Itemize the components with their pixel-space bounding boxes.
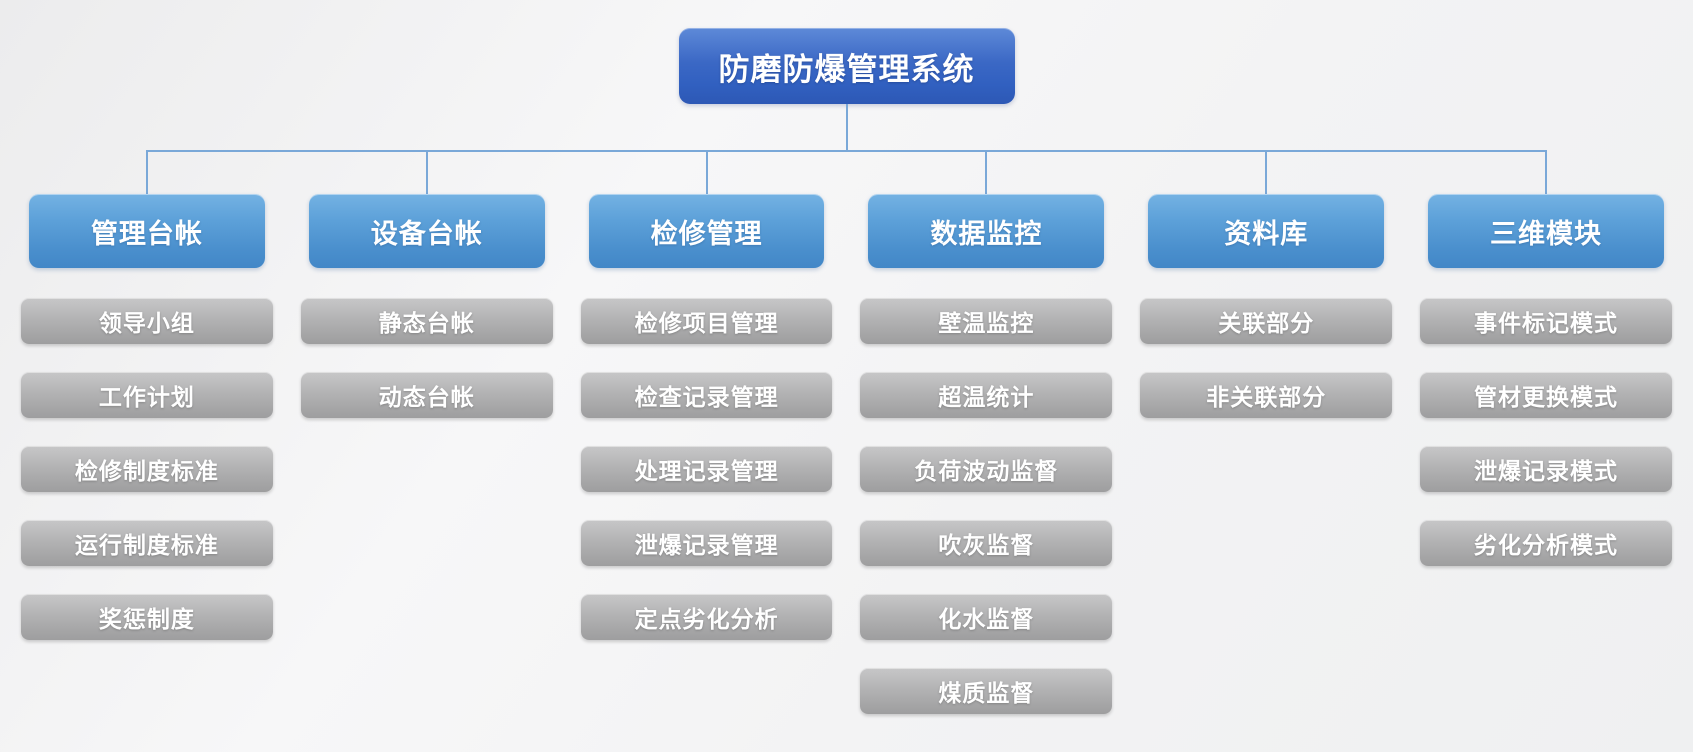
leaf-node-label: 运行制度标准 xyxy=(74,532,219,558)
leaf-node: 处理记录管理 xyxy=(580,446,833,492)
leaf-node-label: 检修项目管理 xyxy=(634,310,779,336)
leaf-node-label: 非关联部分 xyxy=(1206,384,1327,410)
leaf-node-label: 检查记录管理 xyxy=(634,384,779,410)
branch-column-equipment-ledger: 设备台帐 静态台帐 动态台帐 xyxy=(300,150,553,742)
leaf-list: 检修项目管理 检查记录管理 处理记录管理 泄爆记录管理 定点劣化分析 xyxy=(580,298,833,668)
leaf-node-label: 静态台帐 xyxy=(378,310,475,336)
leaf-list: 关联部分 非关联部分 xyxy=(1140,298,1393,446)
leaf-node-label: 壁温监控 xyxy=(938,310,1035,336)
branch-column-3d-module: 三维模块 事件标记模式 管材更换模式 泄爆记录模式 劣化分析模式 xyxy=(1420,150,1672,742)
connector-stub xyxy=(145,150,148,194)
branch-column-maintenance-management: 检修管理 检修项目管理 检查记录管理 处理记录管理 泄爆记录管理 定点劣化分析 xyxy=(580,150,833,742)
leaf-list: 事件标记模式 管材更换模式 泄爆记录模式 劣化分析模式 xyxy=(1420,298,1672,594)
leaf-node: 管材更换模式 xyxy=(1420,372,1672,418)
leaf-node-label: 负荷波动监督 xyxy=(914,458,1059,484)
leaf-node-label: 超温统计 xyxy=(938,384,1035,410)
connector-stub xyxy=(425,150,428,194)
connector-root-stem xyxy=(845,104,848,150)
connector-stub xyxy=(1265,150,1268,194)
connector-horizontal-line xyxy=(146,150,1547,152)
leaf-node: 泄爆记录管理 xyxy=(580,520,833,566)
leaf-node: 非关联部分 xyxy=(1140,372,1393,418)
leaf-node-label: 定点劣化分析 xyxy=(634,606,779,632)
leaf-node: 关联部分 xyxy=(1140,298,1393,344)
branch-node: 数据监控 xyxy=(868,194,1105,268)
leaf-node-label: 劣化分析模式 xyxy=(1474,532,1619,558)
leaf-node-label: 煤质监督 xyxy=(938,680,1035,706)
leaf-node: 定点劣化分析 xyxy=(580,594,833,640)
branch-node: 设备台帐 xyxy=(308,194,545,268)
leaf-node: 领导小组 xyxy=(21,298,273,344)
branch-node-label: 检修管理 xyxy=(650,218,763,249)
leaf-node: 奖惩制度 xyxy=(21,594,273,640)
branch-node: 检修管理 xyxy=(588,194,825,268)
leaf-node: 劣化分析模式 xyxy=(1420,520,1672,566)
leaf-node-label: 吹灰监督 xyxy=(938,532,1035,558)
leaf-node: 事件标记模式 xyxy=(1420,298,1672,344)
leaf-list: 壁温监控 超温统计 负荷波动监督 吹灰监督 化水监督 煤质监督 xyxy=(860,298,1113,742)
leaf-node: 超温统计 xyxy=(860,372,1113,418)
branch-node: 三维模块 xyxy=(1428,194,1664,268)
branch-column-data-monitoring: 数据监控 壁温监控 超温统计 负荷波动监督 吹灰监督 化水监督 煤质监督 xyxy=(860,150,1113,742)
leaf-node: 煤质监督 xyxy=(860,668,1113,714)
connector-stub xyxy=(985,150,988,194)
leaf-node-label: 奖惩制度 xyxy=(98,606,195,632)
leaf-node: 动态台帐 xyxy=(300,372,553,418)
leaf-node: 检查记录管理 xyxy=(580,372,833,418)
leaf-node-label: 管材更换模式 xyxy=(1474,384,1619,410)
leaf-node-label: 领导小组 xyxy=(98,310,195,336)
root-node: 防磨防爆管理系统 xyxy=(678,28,1015,104)
leaf-list: 静态台帐 动态台帐 xyxy=(300,298,553,446)
leaf-node: 检修项目管理 xyxy=(580,298,833,344)
leaf-node: 负荷波动监督 xyxy=(860,446,1113,492)
leaf-node-label: 事件标记模式 xyxy=(1474,310,1619,336)
root-node-label: 防磨防爆管理系统 xyxy=(718,51,975,87)
branch-node-label: 管理台帐 xyxy=(90,218,203,249)
branch-columns: 管理台帐 领导小组 工作计划 检修制度标准 运行制度标准 奖惩制度 设备台帐 静… xyxy=(21,150,1672,742)
leaf-node: 泄爆记录模式 xyxy=(1420,446,1672,492)
leaf-node: 检修制度标准 xyxy=(21,446,273,492)
leaf-node: 吹灰监督 xyxy=(860,520,1113,566)
leaf-node: 静态台帐 xyxy=(300,298,553,344)
leaf-node-label: 泄爆记录模式 xyxy=(1474,458,1619,484)
leaf-node-label: 关联部分 xyxy=(1218,310,1315,336)
connector-stub xyxy=(705,150,708,194)
leaf-node: 运行制度标准 xyxy=(21,520,273,566)
branch-node: 资料库 xyxy=(1148,194,1385,268)
branch-column-management-ledger: 管理台帐 领导小组 工作计划 检修制度标准 运行制度标准 奖惩制度 xyxy=(21,150,273,742)
leaf-node-label: 动态台帐 xyxy=(378,384,475,410)
leaf-node-label: 化水监督 xyxy=(938,606,1035,632)
branch-node: 管理台帐 xyxy=(29,194,265,268)
leaf-list: 领导小组 工作计划 检修制度标准 运行制度标准 奖惩制度 xyxy=(21,298,273,668)
branches-area: 管理台帐 领导小组 工作计划 检修制度标准 运行制度标准 奖惩制度 设备台帐 静… xyxy=(21,150,1672,742)
branch-column-data-library: 资料库 关联部分 非关联部分 xyxy=(1140,150,1393,742)
leaf-node-label: 工作计划 xyxy=(98,384,195,410)
branch-node-label: 三维模块 xyxy=(1490,218,1603,249)
leaf-node: 壁温监控 xyxy=(860,298,1113,344)
branch-node-label: 资料库 xyxy=(1224,218,1309,249)
branch-node-label: 数据监控 xyxy=(930,218,1043,249)
leaf-node: 工作计划 xyxy=(21,372,273,418)
leaf-node-label: 检修制度标准 xyxy=(74,458,219,484)
leaf-node-label: 泄爆记录管理 xyxy=(634,532,779,558)
branch-node-label: 设备台帐 xyxy=(370,218,483,249)
leaf-node: 化水监督 xyxy=(860,594,1113,640)
connector-stub xyxy=(1545,150,1548,194)
leaf-node-label: 处理记录管理 xyxy=(634,458,779,484)
